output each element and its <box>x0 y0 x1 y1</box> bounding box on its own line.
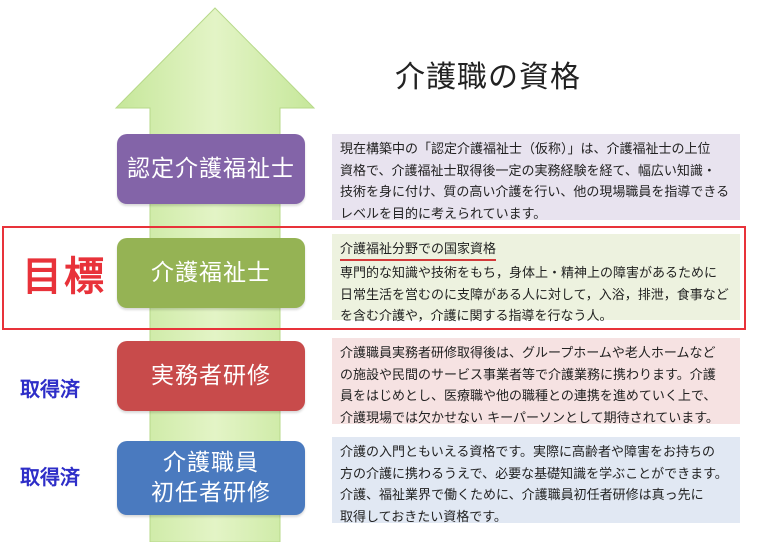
description-line: 技術を身に付け、質の高い介護を行い、他の現場職員を指導できる <box>340 185 730 200</box>
status-label-jitsumusha: 取得済 <box>20 377 80 401</box>
description-line: 日常生活を営むのに支障がある人に対して，入浴，排泄，食事など <box>340 287 729 303</box>
description-line: 方の介護に携わるうえで、必要な基礎知識を学ぶことができます。 <box>340 466 728 482</box>
description-jitsumusha-kenshu: 介護職員実務者研修取得後は、グループホームや老人ホームなど の施設や民間のサービ… <box>332 338 740 426</box>
description-heading: 介護福祉分野での国家資格 <box>340 241 497 261</box>
status-label-shoninsha: 取得済 <box>20 465 80 489</box>
description-line: 介護職員実務者研修取得後は、グループホームや老人ホームなど <box>340 346 716 361</box>
description-line: 専門的な知識や技術をもち，身体上・精神上の障害があるために <box>340 266 718 281</box>
level-name: 認定介護福祉士 <box>127 156 295 182</box>
level-box-kaigo-fukushishi: 介護福祉士 <box>117 238 305 308</box>
description-line: を含む介護や，介護に関する指導を行なう人。 <box>340 309 613 324</box>
description-line: レベルを目的に考えられています。 <box>340 206 547 222</box>
level-box-shoninsha-kenshu: 介護職員 初任者研修 <box>117 441 305 515</box>
description-kaigo-fukushishi: 介護福祉分野での国家資格 専門的な知識や技術をもち，身体上・精神上の障害があるた… <box>332 234 740 324</box>
description-line: 介護の入門ともいえる資格です。実際に高齢者や障害をお持ちの <box>340 445 716 460</box>
level-box-nintei-kaigo-fukushishi: 認定介護福祉士 <box>117 134 305 204</box>
level-name: 実務者研修 <box>151 363 271 389</box>
description-line: 取得しておきたい資格です。 <box>340 509 507 525</box>
goal-highlight-frame <box>2 226 746 330</box>
description-nintei-kaigo-fukushishi: 現在構築中の「認定介護福祉士（仮称）」は、介護福祉士の上位 資格で、介護福祉士取… <box>332 134 740 222</box>
level-name: 介護福祉士 <box>151 260 271 286</box>
goal-label: 目標 <box>22 254 106 300</box>
description-line: 資格で、介護福祉士取得後一定の実務経験を経て、幅広い知識・ <box>340 163 716 179</box>
description-line: 員をはじめとし、医療職や他の職種との連携を進めていく上で、 <box>340 389 717 404</box>
level-name-line-2: 初任者研修 <box>151 480 271 506</box>
page-title: 介護職の資格 <box>395 60 581 95</box>
description-shoninsha-kenshu: 介護の入門ともいえる資格です。実際に高齢者や障害をお持ちの 方の介護に携わるうえ… <box>332 437 740 525</box>
description-line: 介護、福祉業界で働くために、介護職員初任者研修は真っ先に <box>340 488 704 503</box>
description-line: の施設や民間のサービス事業者等で介護業務に携わります。介護 <box>340 367 716 383</box>
level-name-line-1: 介護職員 <box>163 450 259 476</box>
description-line: 現在構築中の「認定介護福祉士（仮称）」は、介護福祉士の上位 <box>340 142 711 157</box>
level-box-jitsumusha-kenshu: 実務者研修 <box>117 341 305 411</box>
description-line: 介護現場では欠かせない キーパーソンとして期待されています。 <box>340 410 719 426</box>
